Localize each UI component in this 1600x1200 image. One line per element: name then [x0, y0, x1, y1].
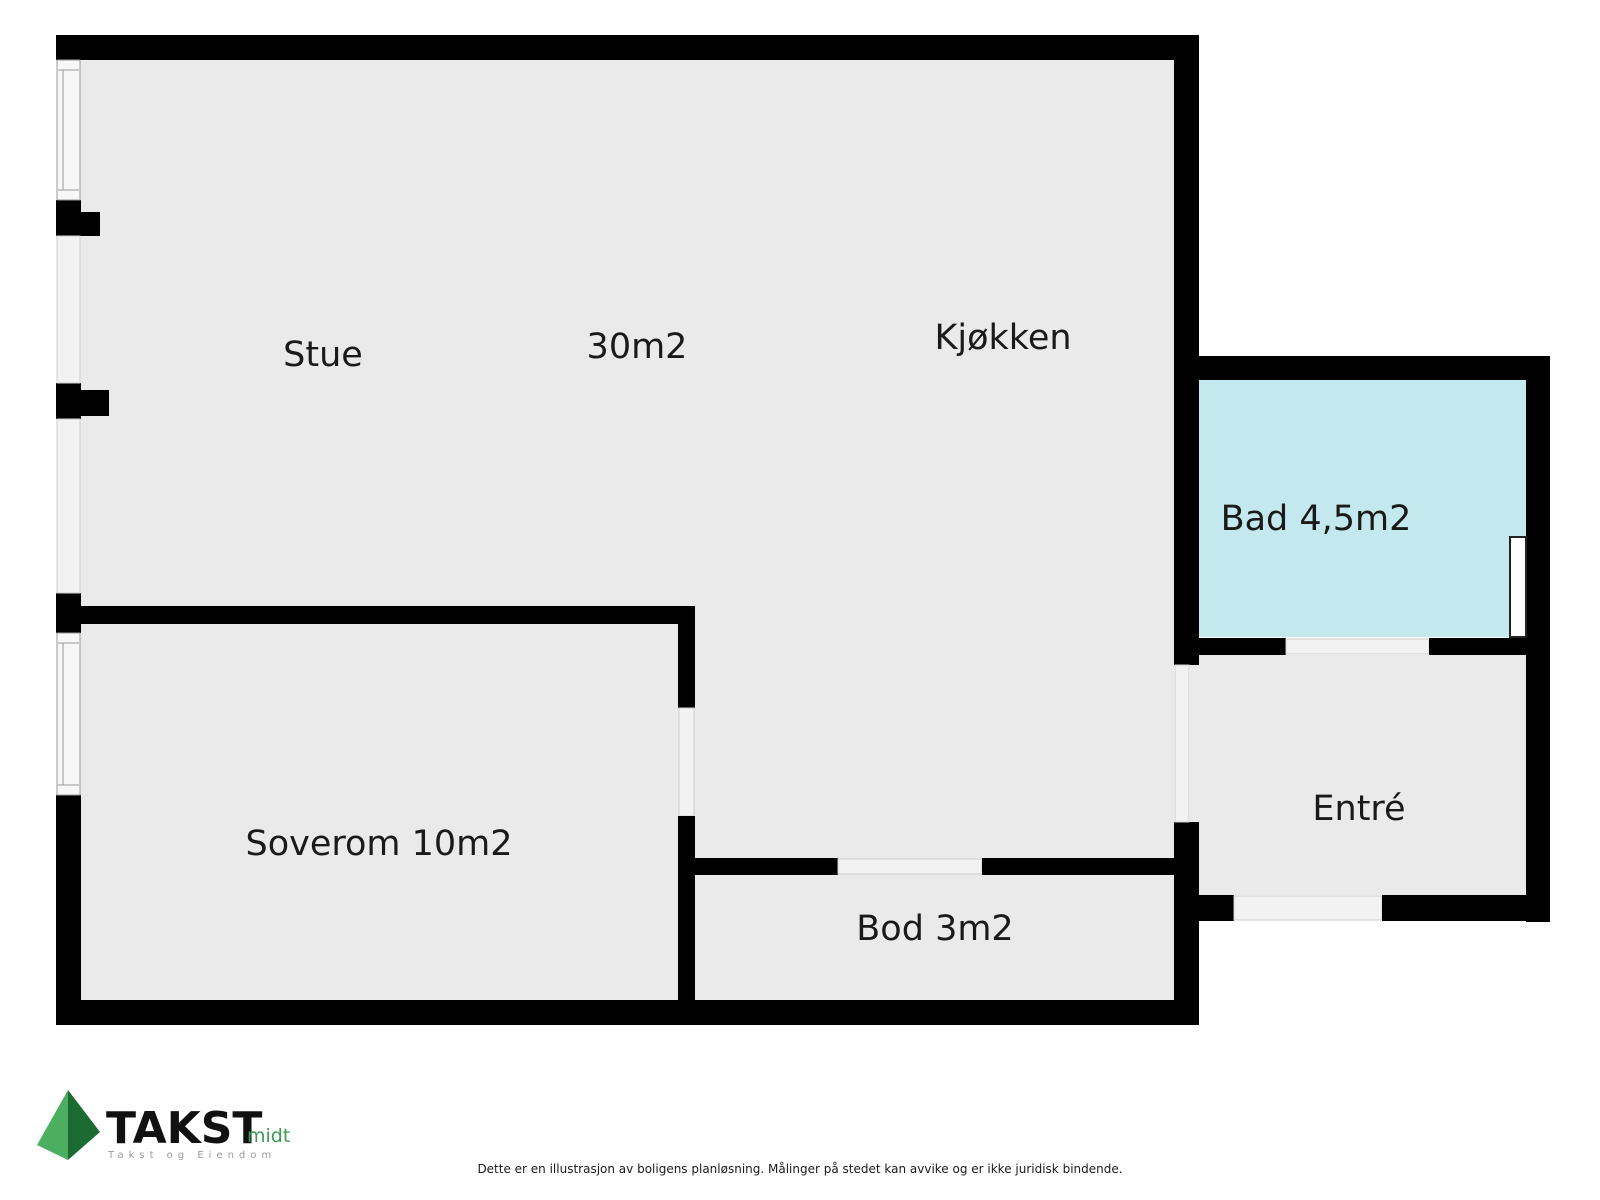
wall-bottom	[56, 1000, 1198, 1025]
wall-bath-bottom-left	[1190, 638, 1286, 655]
wall-storage-top-left	[695, 858, 838, 875]
wall-left-stub-1	[56, 212, 100, 236]
wall-left-lower	[56, 795, 81, 1025]
wall-annex-left-bath	[1174, 380, 1190, 665]
door-bathroom	[1285, 638, 1430, 655]
label-stue: Stue	[283, 335, 363, 375]
wall-bedroom-right-lower	[678, 816, 695, 1000]
wall-right-lower	[1174, 822, 1199, 1025]
label-bod: Bod 3m2	[856, 909, 1013, 949]
logo-name: TAKST	[106, 1103, 262, 1154]
wall-entrance-bottom-right	[1382, 895, 1550, 921]
door-storage	[837, 858, 983, 875]
wall-top	[56, 35, 1198, 60]
wall-bedroom-top	[56, 606, 695, 624]
wall-storage-top-right	[982, 858, 1174, 875]
logo: TAKST midt Takst og Eiendom	[37, 1090, 290, 1161]
window-left-top	[56, 59, 81, 201]
label-bad: Bad 4,5m2	[1221, 499, 1412, 539]
window-left-bottom	[56, 632, 81, 796]
label-soverom: Soverom 10m2	[245, 824, 512, 864]
bath-fixture	[1509, 536, 1527, 638]
floor-bathroom	[1190, 380, 1526, 637]
wall-annex-top	[1174, 356, 1550, 380]
wall-annex-right	[1526, 356, 1550, 922]
wall-bath-bottom-right	[1429, 638, 1526, 655]
logo-tagline: Takst og Eiendom	[107, 1150, 276, 1161]
label-area-main: 30m2	[587, 327, 688, 367]
floor-main	[80, 60, 1174, 1000]
label-kjokken: Kjøkken	[934, 318, 1071, 358]
floor-entrance	[1190, 655, 1526, 895]
opening-left-2	[56, 418, 81, 594]
label-entre: Entré	[1312, 789, 1405, 829]
door-front	[1233, 895, 1383, 921]
logo-suffix: midt	[247, 1125, 290, 1147]
wall-left-stub-2	[56, 390, 109, 416]
door-bedroom	[678, 707, 695, 817]
wall-entrance-bottom-left	[1190, 895, 1234, 921]
pyramid-icon	[37, 1090, 100, 1160]
disclaimer-text: Dette er en illustrasjon av boligens pla…	[477, 1162, 1123, 1176]
door-entrance-kitchen	[1174, 664, 1190, 823]
wall-bedroom-right-upper	[678, 606, 695, 708]
opening-left-1	[56, 235, 81, 384]
